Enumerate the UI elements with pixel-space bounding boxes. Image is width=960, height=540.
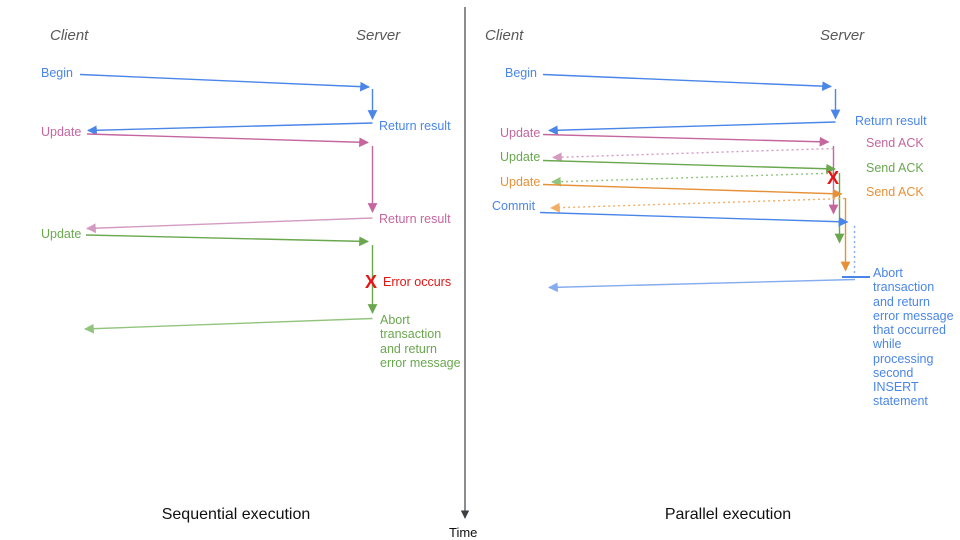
right-error-x-icon: X (827, 168, 839, 188)
left-return-result-2-arrow (86, 217, 373, 234)
right-update-1-arrow (542, 133, 830, 147)
left-error-occurs-label: Error occurs (383, 275, 451, 289)
right-send-ack-2-label: Send ACK (866, 161, 924, 175)
right-commit-label: Commit (492, 199, 536, 213)
right-update-3-label: Update (500, 175, 540, 189)
right-begin-arrow (542, 73, 832, 92)
left-abort-arrow (84, 317, 373, 334)
right-return-result-label: Return result (855, 114, 927, 128)
right-abort-line: transaction (873, 280, 934, 294)
parallel-panel: Client Server Begin Return result Update… (485, 27, 954, 523)
left-abort-note: Abort transaction and return error messa… (380, 313, 461, 370)
right-abort-line: statement (873, 394, 928, 408)
right-abort-line: error message (873, 309, 954, 323)
left-abort-line: Abort (380, 313, 410, 327)
right-client-header: Client (485, 27, 524, 44)
right-begin-label: Begin (505, 66, 537, 80)
right-update-3-arrow (542, 183, 843, 199)
right-abort-line: processing (873, 352, 933, 366)
left-update-2-arrow (85, 234, 369, 247)
left-server-header: Server (356, 27, 401, 44)
right-update-2-label: Update (500, 150, 540, 164)
right-server-header: Server (820, 27, 865, 44)
right-update-2-arrow (542, 159, 836, 174)
left-return-result-1-arrow (87, 122, 373, 136)
left-return-result-1-label: Return result (379, 119, 451, 133)
left-abort-line: and return (380, 342, 437, 356)
right-return-result-arrow (548, 121, 836, 136)
right-send-ack-1-arrow (552, 147, 834, 163)
right-abort-line: that occurred (873, 323, 946, 337)
right-abort-arrow (548, 278, 856, 293)
left-begin-label: Begin (41, 66, 73, 80)
right-panel-title: Parallel execution (665, 506, 791, 523)
right-send-ack-3-arrow (550, 197, 846, 213)
right-abort-line: INSERT (873, 380, 919, 394)
right-abort-line: and return (873, 295, 930, 309)
right-commit-arrow (539, 211, 849, 227)
time-axis-label: Time (449, 525, 477, 540)
right-abort-line: while (872, 337, 902, 351)
right-abort-line: second (873, 366, 913, 380)
left-update-1-label: Update (41, 125, 81, 139)
right-update-1-label: Update (500, 126, 540, 140)
right-abort-note: Abort transaction and return error messa… (872, 266, 954, 408)
left-error-x-icon: X (365, 272, 377, 292)
right-send-ack-2-arrow (551, 172, 839, 187)
left-panel-title: Sequential execution (162, 506, 311, 523)
left-begin-arrow (79, 73, 370, 92)
right-send-ack-1-label: Send ACK (866, 136, 924, 150)
left-abort-line: transaction (380, 327, 441, 341)
right-abort-line: Abort (873, 266, 903, 280)
left-return-result-2-label: Return result (379, 212, 451, 226)
left-client-header: Client (50, 27, 89, 44)
sequential-panel: Client Server Begin Return result Update… (41, 27, 461, 523)
right-send-ack-3-label: Send ACK (866, 185, 924, 199)
left-update-2-label: Update (41, 227, 81, 241)
left-update-1-arrow (86, 133, 369, 148)
left-abort-line: error message (380, 356, 461, 370)
